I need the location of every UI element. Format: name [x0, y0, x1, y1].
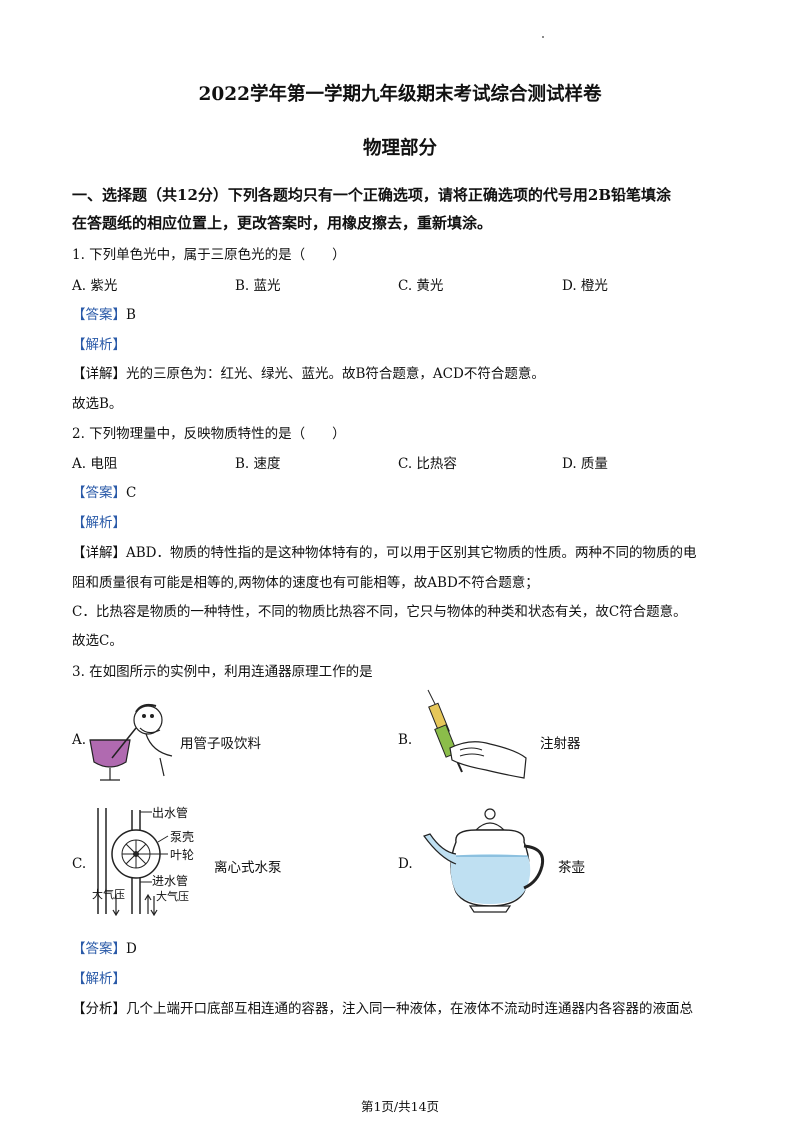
- q1-stem: 1. 下列单色光中，属于三原色光的是（ ）: [72, 247, 346, 263]
- q2-conclusion: 故选C。: [72, 633, 123, 649]
- q3-option-c-letter: C.: [72, 856, 87, 872]
- straw-drinking-figure: [89, 703, 173, 781]
- answer-tag: 【答案】: [72, 307, 126, 323]
- pump-label-shell: 泵壳: [170, 830, 195, 844]
- q1-conclusion: 故选B。: [72, 396, 123, 412]
- exam-title: 2022学年第一学期九年级期末考试综合测试样卷: [198, 84, 602, 105]
- teapot-figure: [423, 808, 545, 913]
- q1-analysis-tag: 【解析】: [72, 337, 126, 353]
- page-number: 第1页/共14页: [360, 1099, 440, 1114]
- q3-stem: 3. 在如图所示的实例中，利用连通器原理工作的是: [72, 664, 373, 680]
- q3-answer: 【答案】D: [72, 937, 137, 957]
- page-dot: [542, 36, 544, 38]
- q2-option-d: D. 质量: [562, 456, 608, 472]
- pump-label-atm-left: 大气压: [92, 888, 125, 901]
- q2-option-c: C. 比热容: [398, 456, 457, 472]
- q2-detail-line3: C．比热容是物质的一种特性，不同的物质比热容不同，它只与物体的种类和状态有关，故…: [72, 604, 687, 620]
- q1-option-d: D. 橙光: [562, 278, 608, 294]
- detail-tag: 【详解】: [72, 366, 126, 382]
- q2-detail-line1: 【详解】ABD．物质的特性指的是这种物体特有的，可以用于区别其它物质的性质。两种…: [72, 541, 697, 561]
- exam-subtitle: 物理部分: [362, 138, 437, 159]
- section-instructions-line2: 在答题纸的相应位置上，更改答案时，用橡皮擦去，重新填涂。: [72, 214, 493, 232]
- answer-value: D: [126, 941, 137, 957]
- q3-option-d-caption: 茶壶: [558, 860, 585, 876]
- q1-option-c: C. 黄光: [398, 278, 444, 294]
- detail-tag: 【详解】: [72, 545, 126, 561]
- analysis-text: 几个上端开口底部互相连通的容器，注入同一种液体，在液体不流动时连通器内各容器的液…: [126, 1001, 693, 1017]
- section-instructions-line1: 一、选择题（共12分）下列各题均只有一个正确选项，请将正确选项的代号用2B铅笔填…: [72, 186, 671, 204]
- q3-option-b-caption: 注射器: [540, 736, 581, 752]
- centrifugal-pump-figure: [97, 808, 169, 916]
- pump-label-outlet: 出水管: [152, 806, 189, 820]
- q2-option-a: A. 电阻: [72, 456, 118, 472]
- pump-label-inlet: 进水管: [152, 874, 189, 888]
- q3-option-a-letter: A.: [72, 732, 87, 748]
- q3-option-d-letter: D.: [398, 856, 413, 872]
- pump-label-atm-right: 大气压: [156, 890, 189, 903]
- q3-analysis-tag: 【解析】: [72, 971, 126, 987]
- q2-option-b: B. 速度: [235, 456, 281, 472]
- q3-option-a-caption: 用管子吸饮料: [180, 736, 261, 752]
- q3-option-c-caption: 离心式水泵: [214, 860, 282, 876]
- answer-value: C: [126, 485, 137, 501]
- q3-option-b-letter: B.: [398, 732, 413, 748]
- q1-answer: 【答案】B: [72, 303, 136, 323]
- q2-answer: 【答案】C: [72, 481, 136, 501]
- q1-detail: 【详解】光的三原色为：红光、绿光、蓝光。故B符合题意，ACD不符合题意。: [72, 362, 545, 382]
- detail-text: ABD．物质的特性指的是这种物体特有的，可以用于区别其它物质的性质。两种不同的物…: [126, 545, 697, 561]
- q3-analysis: 【分析】几个上端开口底部互相连通的容器，注入同一种液体，在液体不流动时连通器内各…: [72, 997, 693, 1017]
- syringe-figure: [427, 689, 527, 779]
- q1-option-b: B. 蓝光: [235, 278, 281, 294]
- answer-tag: 【答案】: [72, 941, 126, 957]
- pump-label-impeller: 叶轮: [170, 848, 195, 862]
- analysis-tag: 【分析】: [72, 1001, 126, 1017]
- q2-analysis-tag: 【解析】: [72, 515, 126, 531]
- q2-detail-line2: 阻和质量很有可能是相等的,两物体的速度也有可能相等，故ABD不符合题意；: [72, 575, 539, 591]
- answer-value: B: [126, 307, 136, 323]
- detail-text: 光的三原色为：红光、绿光、蓝光。故B符合题意，ACD不符合题意。: [126, 366, 545, 382]
- answer-tag: 【答案】: [72, 485, 126, 501]
- q1-option-a: A. 紫光: [72, 278, 118, 294]
- q2-stem: 2. 下列物理量中，反映物质特性的是（ ）: [72, 426, 346, 442]
